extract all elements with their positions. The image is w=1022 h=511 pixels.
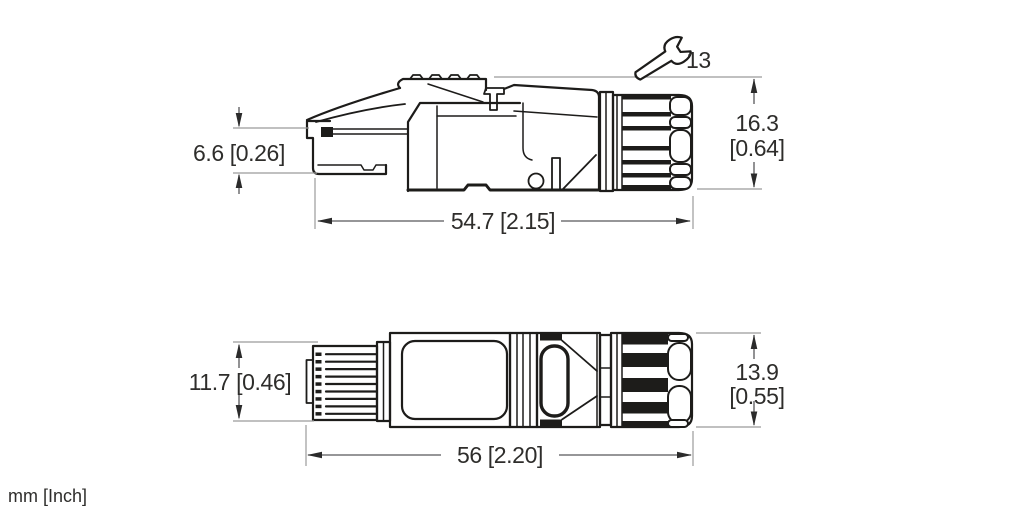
dim-nut-width: 13.9 [0.55] xyxy=(696,332,785,428)
plan-knurl-lobes xyxy=(667,333,692,428)
plan-contacts xyxy=(324,353,378,415)
side-view-drawing xyxy=(305,74,694,193)
knurl-lobes xyxy=(669,96,692,190)
latch-serrations xyxy=(409,74,481,80)
knurl-bands xyxy=(622,95,671,190)
coupling-nut xyxy=(611,93,694,192)
dim-tip-height: 6.6 [0.26] xyxy=(193,107,317,194)
dim-label-tip-height: 6.6 [0.26] xyxy=(193,140,285,166)
dim-label-nut-width-inch: [0.55] xyxy=(729,383,784,409)
wrench-icon xyxy=(634,35,692,81)
nose-contact-block xyxy=(321,127,333,137)
plan-nose xyxy=(305,340,392,423)
plan-knurl-bands xyxy=(622,333,668,427)
plan-latch-slot xyxy=(539,344,570,418)
dim-label-plan-length: 56 [2.20] xyxy=(457,442,543,468)
dim-label-overall-height-mm: 16.3 xyxy=(735,110,778,136)
plan-coupling-nut xyxy=(609,331,694,429)
plan-view-drawing xyxy=(305,331,694,429)
body-post xyxy=(551,157,561,190)
latch-pusher xyxy=(483,87,505,111)
connector-nose xyxy=(305,119,408,176)
dim-label-front-width: 11.7 [0.46] xyxy=(189,369,292,395)
plan-body xyxy=(388,331,539,429)
wrench-size-label: 13 xyxy=(686,47,711,73)
dim-label-side-length: 54.7 [2.15] xyxy=(451,208,555,234)
dim-label-nut-width-mm: 13.9 xyxy=(735,359,778,385)
connector-body xyxy=(406,83,615,193)
plan-lock-section xyxy=(535,331,613,429)
dim-label-overall-height-inch: [0.64] xyxy=(729,135,784,161)
plan-contact-dashes xyxy=(315,352,322,416)
plan-collar-2 xyxy=(598,333,613,427)
dim-overall-height: 16.3 [0.64] xyxy=(494,76,785,190)
dim-side-length: 54.7 [2.15] xyxy=(314,178,694,234)
body-detail-circle xyxy=(527,172,545,190)
units-note: mm [Inch] xyxy=(8,486,87,506)
dim-plan-length: 56 [2.20] xyxy=(305,425,694,468)
wrench-size-callout: 13 xyxy=(634,35,711,81)
latch-lever xyxy=(305,74,505,123)
dim-front-width: 11.7 [0.46] xyxy=(189,341,318,422)
